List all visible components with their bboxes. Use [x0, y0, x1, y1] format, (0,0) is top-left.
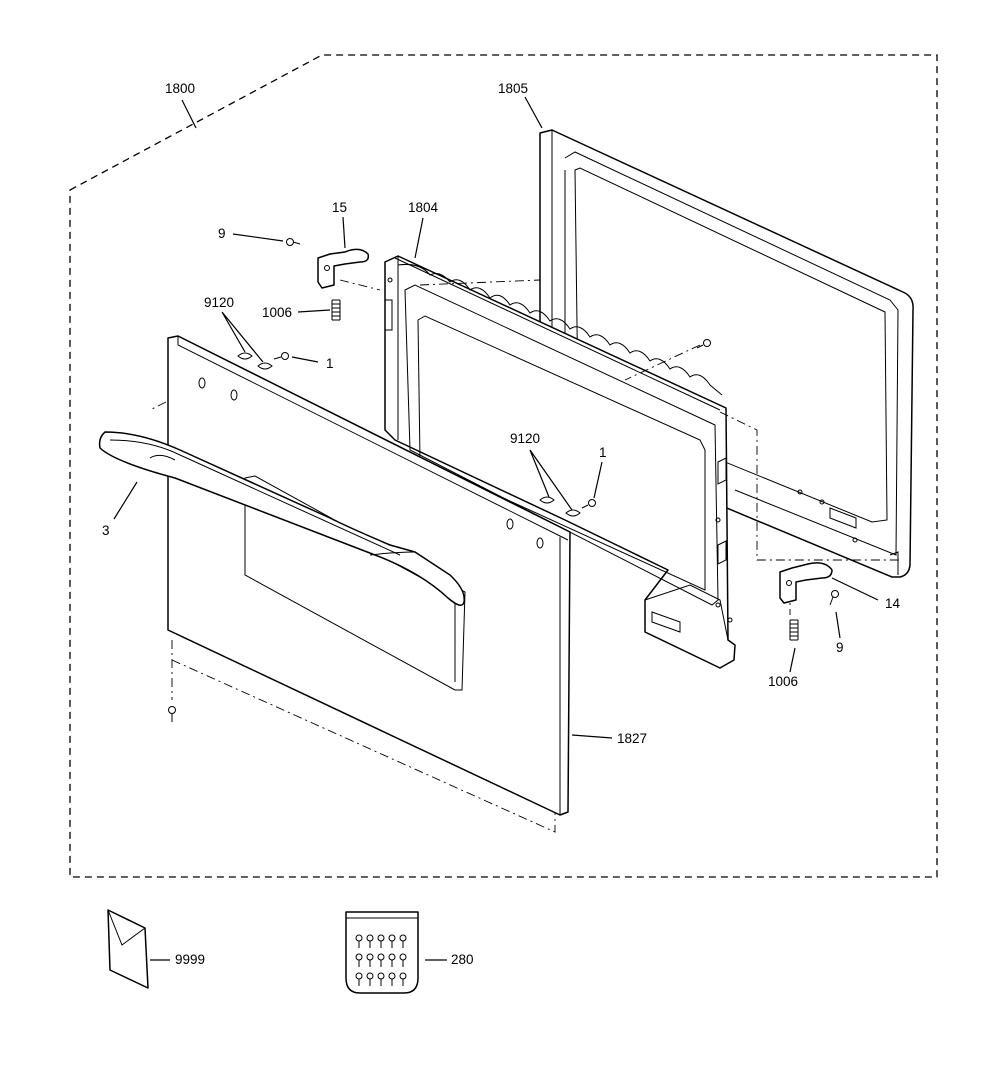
leader-1-left	[291, 356, 319, 363]
callout-9120-right: 9120	[510, 431, 540, 446]
callout-1006-left: 1006	[262, 305, 292, 320]
callout-3: 3	[102, 523, 110, 538]
alignment-line	[339, 279, 381, 291]
leader-1800	[181, 99, 197, 129]
door-handle	[98, 431, 465, 606]
alignment-line	[624, 344, 701, 381]
leader-1-right	[593, 461, 603, 499]
callout-1827: 1827	[617, 731, 647, 746]
leader-1804	[414, 217, 424, 259]
callout-280: 280	[451, 952, 474, 967]
leader-1827	[571, 734, 613, 739]
alignment-line	[719, 411, 900, 561]
assembly-boundary	[69, 54, 938, 878]
leader-14	[831, 577, 879, 601]
callout-9120-left: 9120	[204, 295, 234, 310]
leader-3	[113, 481, 138, 520]
callout-14: 14	[885, 596, 901, 611]
leader-9-left	[232, 233, 284, 242]
callout-1804: 1804	[408, 200, 439, 215]
callout-1800: 1800	[165, 81, 195, 96]
spring-right-part	[789, 619, 799, 641]
callout-9-right: 9	[836, 640, 844, 655]
hinge-right-part	[779, 562, 833, 604]
door-outer-panel	[167, 335, 571, 816]
alignment-line	[419, 279, 541, 286]
callout-1-left: 1	[326, 356, 334, 371]
leader-9120-left	[221, 311, 264, 363]
leader-1006-left	[297, 309, 331, 313]
leader-15	[342, 216, 346, 249]
callout-1805: 1805	[498, 81, 528, 96]
screw-part	[168, 238, 839, 722]
callout-1-right: 1	[599, 445, 607, 460]
callout-9999: 9999	[175, 952, 205, 967]
callout-9-left: 9	[218, 226, 226, 241]
leader-9120-right	[529, 449, 573, 511]
hardware-kit-bag-icon	[345, 911, 419, 994]
callout-15: 15	[332, 200, 347, 215]
inner-door-frame	[384, 255, 736, 669]
hinge-left-part	[317, 248, 370, 289]
leader-9-right	[835, 611, 841, 639]
literature-envelope-icon	[107, 909, 149, 989]
leader-1006-right	[789, 647, 796, 673]
leader-1805	[524, 96, 543, 129]
spring-left-part	[331, 299, 341, 321]
callout-1006-right: 1006	[768, 674, 798, 689]
